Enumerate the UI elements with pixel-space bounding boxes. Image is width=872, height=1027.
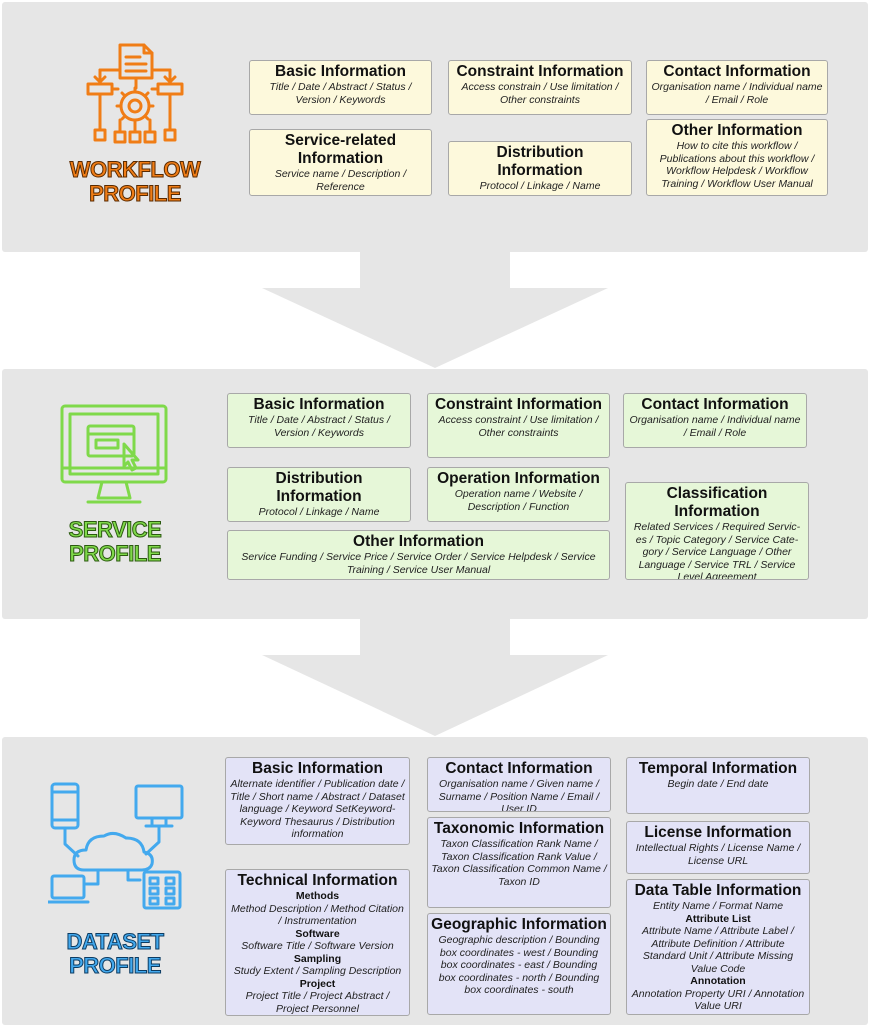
dataset-license-information: License Information Intellectual Rights … xyxy=(626,821,810,874)
box-title: Basic Information xyxy=(253,396,385,413)
workflow-icon xyxy=(86,43,184,144)
dataset-data-table-information: Data Table Information Entity Name / For… xyxy=(626,879,810,1015)
service-classification-information: Classification Information Related Servi… xyxy=(625,482,809,580)
workflow-distribution-information: Distribution Information Protocol / Link… xyxy=(448,141,632,196)
box-title: Geographic Information xyxy=(431,916,607,933)
box-content: How to cite this workflow / Publications… xyxy=(659,140,815,190)
box-title: Constraint Information xyxy=(434,396,603,413)
box-title: Contact Information xyxy=(641,396,789,413)
annotation-content: Annotation Property URI / Annotation Val… xyxy=(631,987,805,1013)
workflow-service-related-information: Service-related Information Service name… xyxy=(249,129,432,196)
box-title: Basic Information xyxy=(275,63,406,80)
box-title: Distribution Information xyxy=(275,470,363,505)
service-label-line1: SERVICE xyxy=(68,517,162,542)
box-title: Service-related Information xyxy=(284,132,397,167)
box-title: Contact Information xyxy=(445,760,593,777)
box-content: Organisation name / Individual name / Em… xyxy=(651,81,823,106)
box-content: Organisation name / Given name / Surname… xyxy=(438,778,600,812)
service-constraint-information: Constraint Information Access constraint… xyxy=(427,393,610,458)
box-content: Related Services / Required Servic- es /… xyxy=(633,521,801,580)
workflow-constraint-information: Constraint Information Access constrain … xyxy=(448,60,632,115)
software-content: Software Title / Software Version xyxy=(241,940,394,952)
service-contact-information: Contact Information Organisation name / … xyxy=(623,393,807,448)
project-label: Project xyxy=(299,977,336,990)
service-profile-label: SERVICE PROFILE xyxy=(35,517,195,566)
attribute-list-content: Attribute Name / Attribute Label / Attri… xyxy=(642,925,794,975)
dataset-geographic-information: Geographic Information Geographic descri… xyxy=(427,913,611,1015)
annotation-label: Annotation xyxy=(690,975,746,987)
box-title: Distribution Information xyxy=(496,144,584,179)
computer-monitor-icon xyxy=(60,404,168,504)
service-other-information: Other Information Service Funding / Serv… xyxy=(227,530,610,580)
workflow-other-information: Other Information How to cite this workf… xyxy=(646,119,828,196)
software-label: Software xyxy=(295,927,340,940)
box-title: Constraint Information xyxy=(456,63,624,80)
dataset-technical-information: Technical Information Methods Method Des… xyxy=(225,869,410,1016)
box-content: Begin date / End date xyxy=(667,778,769,790)
box-content: Organisation name / Individual name / Em… xyxy=(629,414,801,439)
methods-content: Method Description / Method Citation / I… xyxy=(231,902,404,928)
attribute-list-label: Attribute List xyxy=(685,912,751,925)
box-content: Intellectual Rights / License Name / Lic… xyxy=(635,842,801,867)
box-content: Taxon Classification Rank Name / Taxon C… xyxy=(431,838,607,888)
box-content: Access constrain / Use limitation / Othe… xyxy=(461,81,619,106)
box-title: Taxonomic Information xyxy=(433,820,605,837)
service-operation-information: Operation Information Operation name / W… xyxy=(427,467,610,522)
dataset-basic-information: Basic Information Alternate identifier /… xyxy=(225,757,410,845)
service-basic-information: Basic Information Title / Date / Abstrac… xyxy=(227,393,411,448)
project-content: Project Title / Project Abstract / Proje… xyxy=(245,990,390,1015)
workflow-label-line1: WORKFLOW xyxy=(69,157,201,182)
box-content: Title / Date / Abstract / Status / Versi… xyxy=(248,414,390,439)
box-title: Operation Information xyxy=(437,470,600,487)
box-title: Data Table Information xyxy=(634,882,802,899)
box-title: Classification Information xyxy=(666,485,768,520)
dataset-taxonomic-information: Taxonomic Information Taxon Classificati… xyxy=(427,817,611,908)
dataset-label-line2: PROFILE xyxy=(69,953,162,978)
down-arrow-1 xyxy=(262,252,608,368)
dataset-label-line1: DATASET xyxy=(66,929,165,954)
box-title: Other Information xyxy=(353,533,484,550)
dataset-contact-information: Contact Information Organisation name / … xyxy=(427,757,611,812)
box-content: Title / Date / Abstract / Status / Versi… xyxy=(269,81,412,106)
service-distribution-information: Distribution Information Protocol / Link… xyxy=(227,467,411,522)
workflow-contact-information: Contact Information Organisation name / … xyxy=(646,60,828,115)
sampling-label: Sampling xyxy=(293,952,342,965)
box-title: License Information xyxy=(644,824,792,841)
dataset-profile-label: DATASET PROFILE xyxy=(35,929,195,978)
cloud-network-icon xyxy=(48,782,184,910)
box-content: Alternate identifier / Publication date … xyxy=(230,778,405,840)
box-content: Protocol / Linkage / Name xyxy=(258,506,380,518)
box-title: Contact Information xyxy=(663,63,811,80)
service-label-line2: PROFILE xyxy=(69,541,162,566)
box-content: Service name / Description / Reference xyxy=(274,168,407,193)
box-title: Technical Information xyxy=(237,872,398,889)
box-content: Protocol / Linkage / Name xyxy=(479,180,601,192)
box-content: Service Funding / Service Price / Servic… xyxy=(241,551,596,576)
workflow-basic-information: Basic Information Title / Date / Abstrac… xyxy=(249,60,432,115)
box-title: Other Information xyxy=(671,122,803,139)
sampling-content: Study Extent / Sampling Description xyxy=(233,965,402,977)
entity-content: Entity Name / Format Name xyxy=(652,900,784,912)
dataset-temporal-information: Temporal Information Begin date / End da… xyxy=(626,757,810,814)
box-content: Access constraint / Use limitation / Oth… xyxy=(438,414,599,439)
box-title: Temporal Information xyxy=(638,760,798,777)
workflow-label-line2: PROFILE xyxy=(89,181,182,206)
box-content: Geographic description / Bounding box co… xyxy=(438,934,600,996)
box-content: Operation name / Website / Description /… xyxy=(454,488,583,513)
down-arrow-2 xyxy=(262,619,608,736)
box-title: Basic Information xyxy=(252,760,383,777)
workflow-profile-label: WORKFLOW PROFILE xyxy=(55,157,215,206)
methods-label: Methods xyxy=(295,890,340,902)
